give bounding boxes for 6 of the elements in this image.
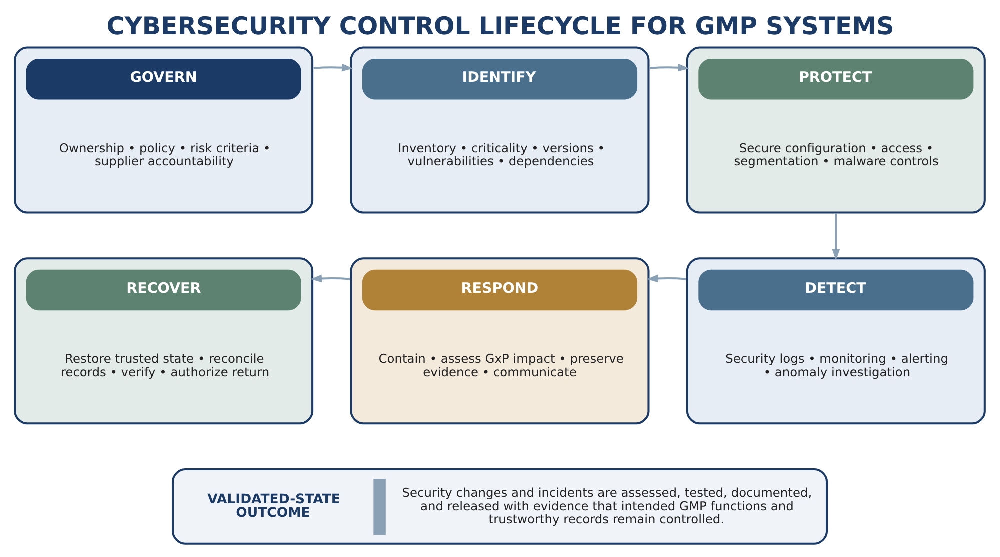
arrow (832, 214, 840, 261)
arrow (310, 274, 350, 283)
diagram-title: CYBERSECURITY CONTROL LIFECYCLE FOR GMP SYSTEMS (106, 12, 894, 41)
arrow (650, 64, 690, 72)
arrow (646, 274, 686, 283)
arrow (314, 64, 354, 72)
